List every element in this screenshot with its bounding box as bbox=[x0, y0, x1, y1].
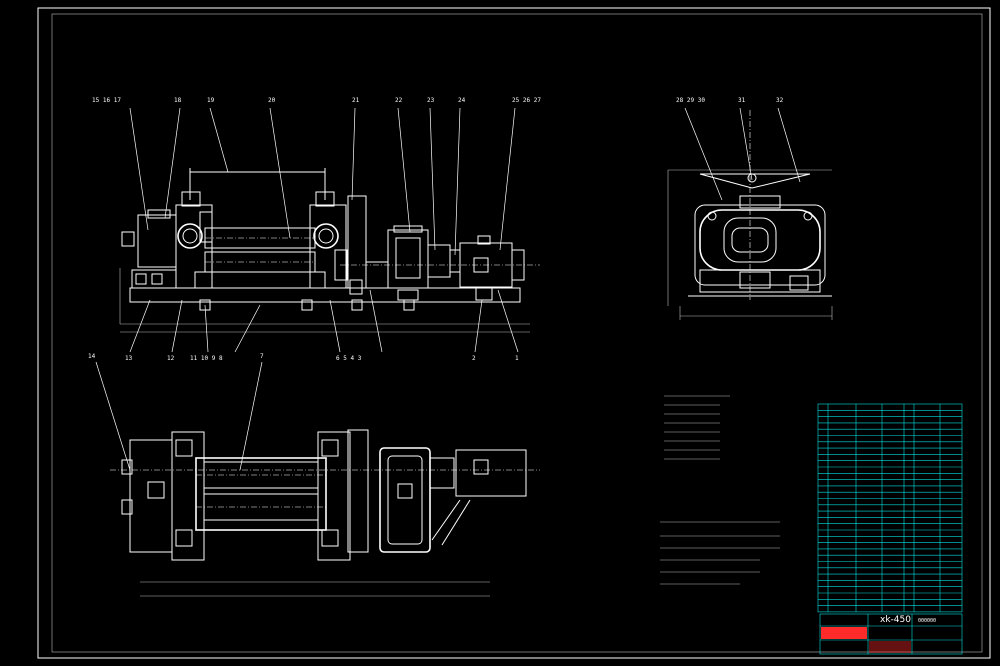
part-21: 21 bbox=[352, 97, 360, 104]
part-15-16-17: 15 16 17 bbox=[92, 97, 121, 104]
part-7: 7 bbox=[260, 353, 264, 360]
part-19: 19 bbox=[207, 97, 215, 104]
plan-view bbox=[95, 361, 540, 597]
part-24: 24 bbox=[458, 97, 466, 104]
part-11-10-9-8: 11 10 9 8 bbox=[190, 355, 223, 362]
title-block: xk-450 000000 bbox=[819, 613, 963, 655]
technical-requirements bbox=[660, 521, 780, 585]
part-22: 22 bbox=[395, 97, 403, 104]
part-31: 31 bbox=[738, 97, 746, 104]
inner-frame bbox=[51, 13, 983, 653]
parts-list-table bbox=[817, 403, 963, 613]
part-18: 18 bbox=[174, 97, 182, 104]
model-title: xk-450 bbox=[880, 615, 911, 625]
plan-part-numbers: 14 7 bbox=[88, 353, 264, 360]
side-part-numbers: 28 29 30 31 32 bbox=[676, 97, 784, 104]
part-1: 1 bbox=[515, 355, 519, 362]
front-elevation-view bbox=[119, 107, 540, 353]
outer-frame bbox=[37, 7, 991, 659]
side-elevation-view bbox=[667, 107, 833, 320]
part-13: 13 bbox=[125, 355, 133, 362]
part-6-5-4-3: 6 5 4 3 bbox=[336, 355, 362, 362]
front-top-part-numbers: 15 16 17 18 19 20 21 22 23 24 25 26 27 bbox=[92, 97, 541, 104]
part-23: 23 bbox=[427, 97, 435, 104]
specification-notes bbox=[664, 395, 730, 460]
part-12: 12 bbox=[167, 355, 175, 362]
drawing-code: 000000 bbox=[918, 618, 936, 624]
front-bottom-part-numbers: 13 12 11 10 9 8 6 5 4 3 2 1 bbox=[125, 355, 519, 362]
part-28-29-30: 28 29 30 bbox=[676, 97, 705, 104]
part-14: 14 bbox=[88, 353, 96, 360]
part-25-26-27: 25 26 27 bbox=[512, 97, 541, 104]
part-32: 32 bbox=[776, 97, 784, 104]
part-20: 20 bbox=[268, 97, 276, 104]
part-2: 2 bbox=[472, 355, 476, 362]
